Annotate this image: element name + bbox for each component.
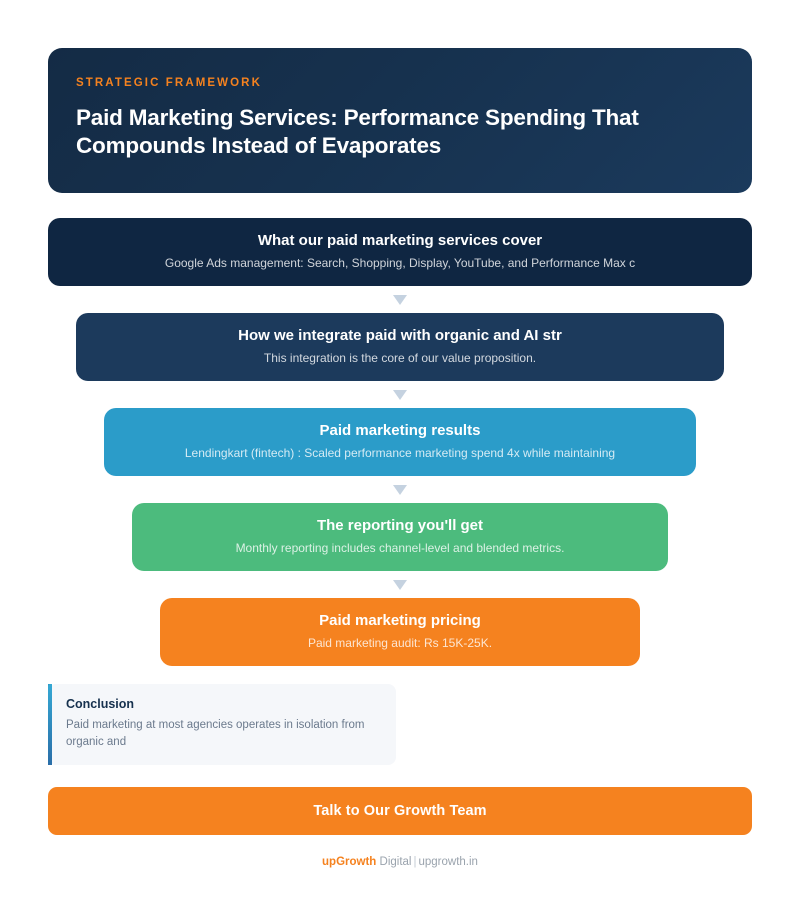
hero-header: STRATEGIC FRAMEWORK Paid Marketing Servi…	[48, 48, 752, 193]
funnel-stage-2[interactable]: How we integrate paid with organic and A…	[76, 313, 724, 381]
funnel-diagram: What our paid marketing services cover G…	[48, 218, 752, 666]
hero-eyebrow-label: STRATEGIC FRAMEWORK	[76, 77, 262, 89]
talk-to-growth-team-button[interactable]: Talk to Our Growth Team	[48, 787, 752, 836]
funnel-connector-arrow-3	[392, 476, 408, 503]
footer-brand-suffix: Digital	[376, 856, 412, 869]
conclusion-body: Paid marketing at most agencies operates…	[66, 719, 365, 748]
conclusion-callout: Conclusion Paid marketing at most agenci…	[48, 684, 396, 766]
funnel-stage-subtitle: Monthly reporting includes channel-level…	[235, 541, 565, 556]
funnel-connector-arrow-1	[392, 286, 408, 313]
funnel-stage-5[interactable]: Paid marketing pricing Paid marketing au…	[160, 598, 640, 666]
cta-label: Talk to Our Growth Team	[313, 803, 487, 820]
funnel-connector-arrow-4	[392, 571, 408, 598]
funnel-stage-subtitle: Paid marketing audit: Rs 15K-25K.	[307, 636, 493, 651]
funnel-stage-title: Paid marketing pricing	[319, 612, 481, 630]
page-title: Paid Marketing Services: Performance Spe…	[76, 104, 639, 159]
funnel-stage-subtitle: Google Ads management: Search, Shopping,…	[164, 256, 636, 271]
footer-site-url: upgrowth.in	[418, 856, 478, 869]
funnel-stage-title: What our paid marketing services cover	[257, 232, 543, 250]
footer: upGrowth Digital|upgrowth.in	[48, 857, 752, 869]
footer-brand-name: upGrowth	[322, 856, 377, 869]
funnel-stage-4[interactable]: The reporting you'll get Monthly reporti…	[132, 503, 668, 571]
funnel-stage-subtitle: Lendingkart (fintech) : Scaled performan…	[184, 446, 616, 461]
funnel-stage-title: How we integrate paid with organic and A…	[238, 327, 562, 345]
funnel-stage-3[interactable]: Paid marketing results Lendingkart (fint…	[104, 408, 696, 476]
funnel-stage-title: The reporting you'll get	[316, 517, 484, 535]
conclusion-section: Conclusion Paid marketing at most agenci…	[48, 684, 752, 766]
funnel-connector-arrow-2	[392, 381, 408, 408]
funnel-stage-title: Paid marketing results	[319, 422, 481, 440]
footer-separator: |	[413, 856, 417, 869]
conclusion-title: Conclusion	[66, 697, 135, 711]
funnel-stage-1[interactable]: What our paid marketing services cover G…	[48, 218, 752, 286]
funnel-stage-subtitle: This integration is the core of our valu…	[263, 351, 537, 366]
